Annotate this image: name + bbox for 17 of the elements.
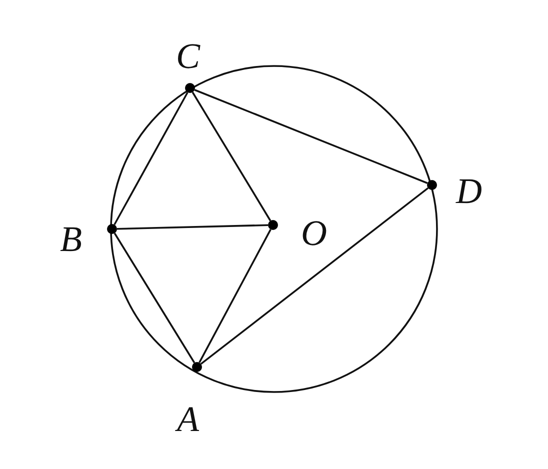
line-segment bbox=[192, 92, 272, 222]
line-segment bbox=[194, 89, 428, 184]
line-segment bbox=[114, 92, 188, 226]
line-segment bbox=[116, 224, 268, 230]
point-label: A bbox=[177, 401, 199, 437]
point bbox=[107, 224, 117, 234]
line-segment bbox=[198, 228, 272, 364]
point bbox=[268, 220, 278, 230]
point-label: D bbox=[456, 173, 482, 209]
line-segment bbox=[114, 232, 196, 364]
point-label: B bbox=[60, 221, 82, 257]
point-label: O bbox=[301, 215, 327, 251]
point bbox=[192, 362, 202, 372]
point-label: C bbox=[176, 38, 200, 74]
point bbox=[427, 180, 437, 190]
point bbox=[185, 83, 195, 93]
line-segment bbox=[200, 187, 429, 365]
